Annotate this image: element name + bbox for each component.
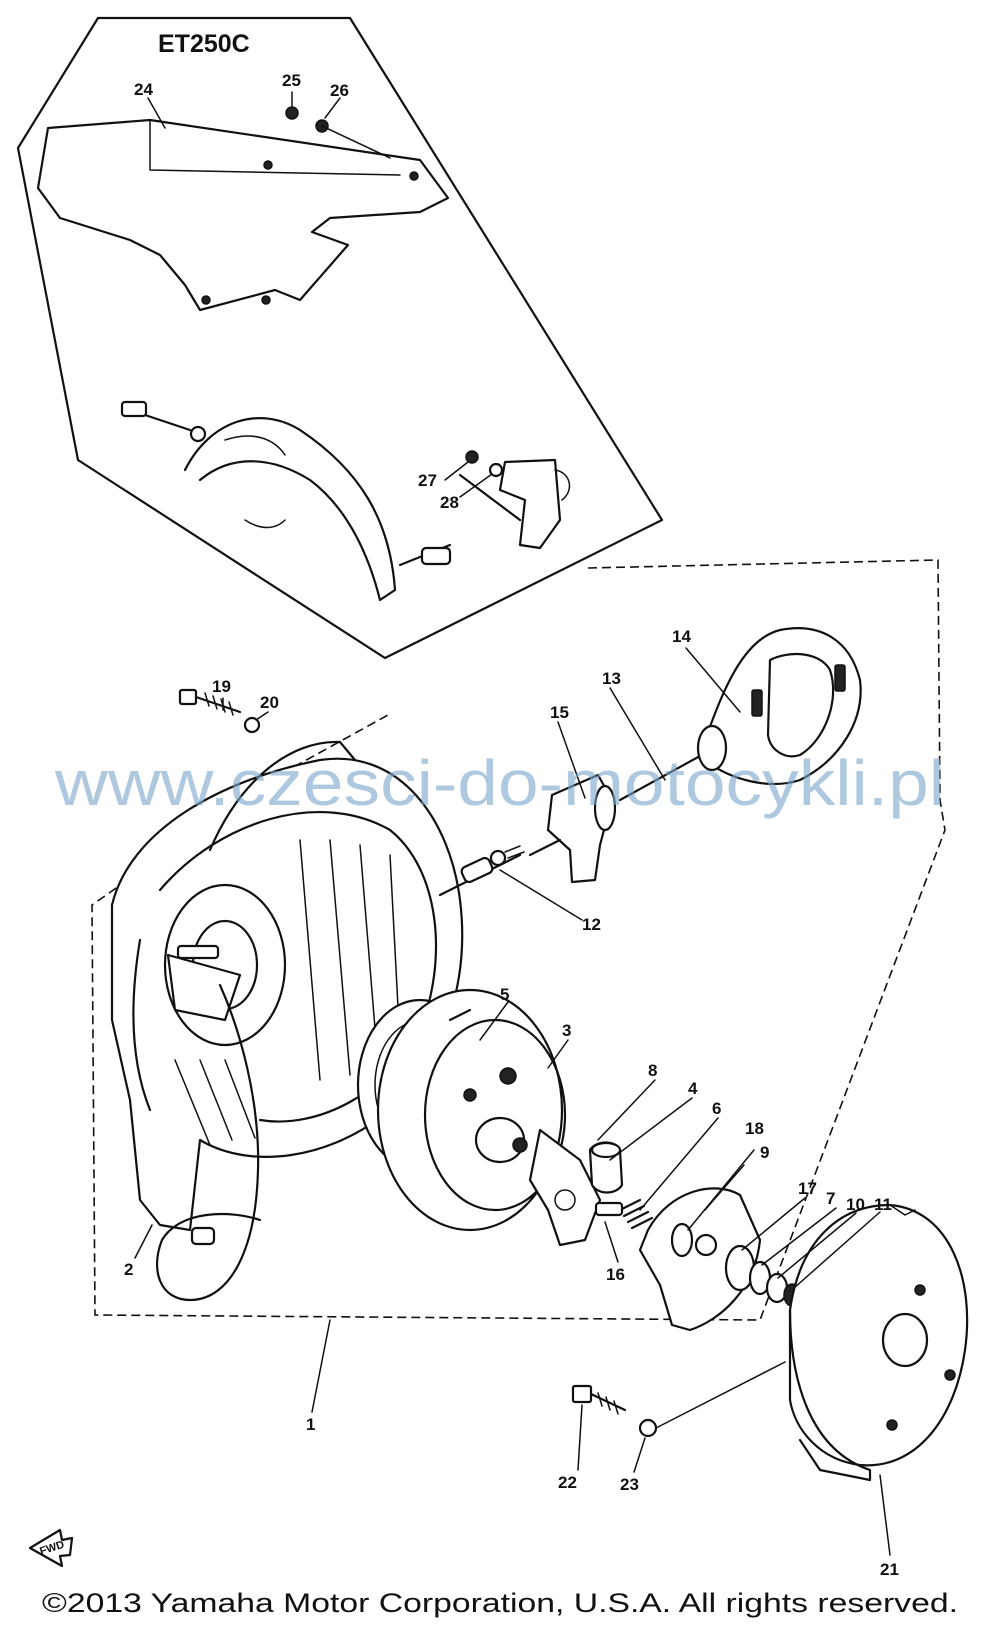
callout-7: 7 (826, 1189, 835, 1208)
pulley-3 (356, 988, 567, 1232)
inset-bolts (285, 106, 391, 159)
ratchet-8 (528, 1128, 602, 1247)
callout-18: 18 (745, 1119, 764, 1138)
callout-13: 13 (602, 669, 621, 688)
cable-12 (438, 845, 525, 897)
callout-14: 14 (672, 627, 691, 646)
inset-housing (120, 400, 571, 602)
callout-3: 3 (562, 1021, 571, 1040)
callout-23: 23 (620, 1475, 639, 1494)
callout-6: 6 (712, 1099, 721, 1118)
bolt-19 (178, 688, 261, 734)
spring-6 (594, 1198, 654, 1230)
handle-14 (696, 627, 862, 786)
leader-lines (134, 91, 891, 1556)
callout-22: 22 (558, 1473, 577, 1492)
copyright-text: ©2013 Yamaha Motor Corporation, U.S.A. A… (42, 1588, 958, 1618)
fwd-arrow: FWD (28, 1528, 74, 1568)
callout-2: 2 (124, 1260, 133, 1279)
cap-4 (588, 1141, 624, 1194)
callout-5: 5 (500, 985, 509, 1004)
callout-12: 12 (582, 915, 601, 934)
friction-plate-9 (638, 1187, 762, 1332)
callout-labels: 24 25 26 27 28 19 20 15 13 14 12 5 3 8 4… (124, 71, 899, 1579)
rope-guide (208, 740, 357, 852)
callout-10: 10 (846, 1195, 865, 1214)
callout-25: 25 (282, 71, 301, 90)
bracket-15 (528, 773, 617, 884)
callout-24: 24 (134, 80, 153, 99)
bolt-22 (571, 1361, 786, 1438)
callout-26: 26 (330, 81, 349, 100)
guard-plate (36, 118, 450, 312)
callout-11: 11 (874, 1195, 892, 1214)
callout-8: 8 (648, 1061, 657, 1080)
callout-19: 19 (212, 677, 231, 696)
callout-28: 28 (440, 493, 459, 512)
main-assembly: FWD (28, 559, 969, 1568)
callout-27: 27 (418, 471, 437, 490)
callout-16: 16 (606, 1265, 625, 1284)
callout-4: 4 (688, 1079, 698, 1098)
inset-title: ET250C (158, 30, 250, 58)
callout-15: 15 (550, 703, 569, 722)
watermark-text: www.czesci-do-motocykli.pl (54, 747, 945, 819)
callout-21: 21 (880, 1560, 899, 1579)
callout-9: 9 (760, 1143, 769, 1162)
callout-17: 17 (798, 1179, 817, 1198)
callout-1: 1 (306, 1415, 315, 1434)
inset-panel: ET250C (16, 16, 664, 660)
inset-outline (16, 16, 664, 660)
starter-cover-21 (788, 1203, 969, 1482)
callout-20: 20 (260, 693, 279, 712)
